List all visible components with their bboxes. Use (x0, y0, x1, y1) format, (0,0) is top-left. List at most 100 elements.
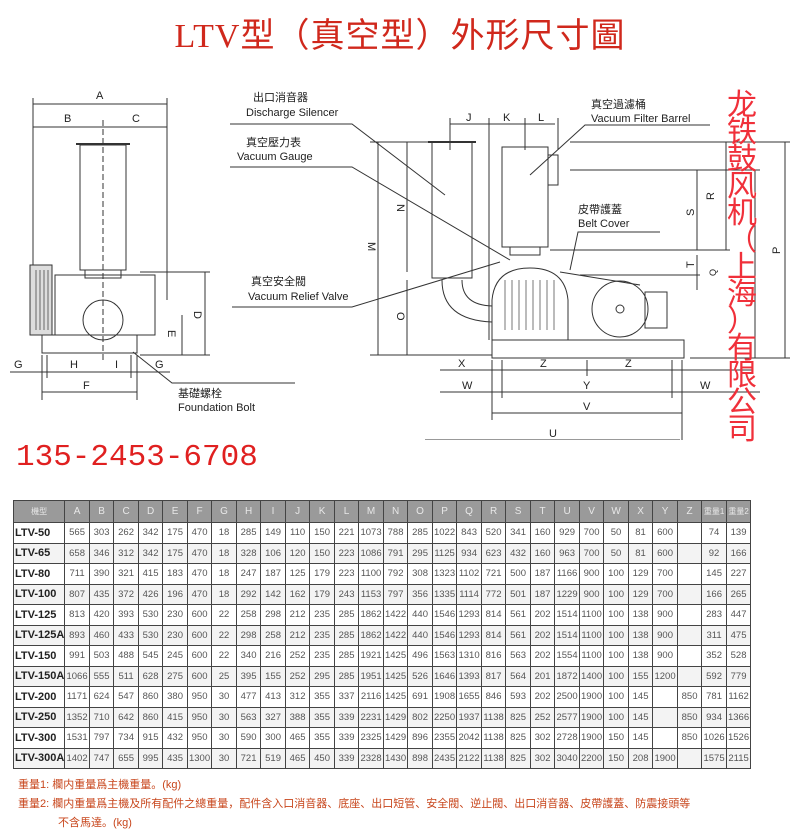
table-cell: 814 (480, 604, 507, 626)
company-char: 公 (727, 385, 757, 420)
filter-barrel-label-cn: 真空過濾桶 (591, 97, 646, 111)
table-cell: 711 (64, 563, 90, 585)
table-cell: 816 (480, 645, 507, 667)
table-cell: 1514 (554, 624, 580, 646)
table-cell: 2728 (554, 727, 580, 749)
table-cell: 797 (382, 583, 409, 605)
table-cell: 1546 (431, 604, 458, 626)
table-cell: 2355 (431, 727, 458, 749)
table-cell: 565 (64, 522, 90, 544)
table-cell: 700 (578, 522, 605, 544)
column-header: T (529, 500, 556, 523)
table-cell: 129 (627, 583, 654, 605)
table-cell: 860 (137, 686, 164, 708)
table-cell: 435 (162, 747, 188, 769)
table-cell: 125 (284, 563, 311, 585)
table-cell: 593 (505, 686, 531, 708)
table-cell: 470 (186, 522, 213, 544)
table-cell (676, 522, 703, 544)
column-header: B (88, 500, 115, 523)
column-header: 機型 (12, 500, 66, 523)
table-cell: 312 (284, 686, 311, 708)
table-cell: 30 (211, 727, 237, 749)
company-char: 鼓 (727, 142, 757, 177)
dim-label-m: M (365, 242, 377, 251)
table-cell: 212 (284, 604, 311, 626)
table-cell: 342 (137, 522, 164, 544)
table-cell: 600 (186, 645, 213, 667)
table-cell: 258 (235, 604, 262, 626)
table-cell (652, 727, 678, 749)
table-cell: 1526 (725, 727, 752, 749)
vacuum-gauge-label-en: Vacuum Gauge (237, 151, 313, 163)
table-cell: 432 (162, 727, 188, 749)
foundation-bolt-label-en: Foundation Bolt (178, 402, 255, 414)
column-header: L (333, 500, 360, 523)
dim-label-l: L (538, 112, 544, 124)
table-cell (676, 563, 703, 585)
table-cell: 628 (137, 665, 164, 687)
column-header: I (260, 500, 286, 523)
side-view-drawing (370, 118, 790, 440)
table-cell: 341 (505, 522, 531, 544)
table-cell: 352 (701, 645, 727, 667)
table-cell: 328 (235, 542, 262, 564)
table-cell: 3040 (554, 747, 580, 769)
table-cell: 321 (113, 563, 139, 585)
table-cell: 2328 (358, 747, 384, 769)
dim-label-x: X (458, 358, 466, 370)
table-cell: 150 (603, 747, 629, 769)
table-cell: 1655 (456, 686, 482, 708)
table-cell: 1100 (578, 624, 605, 646)
table-cell: 950 (186, 686, 213, 708)
table-cell: 22 (211, 604, 237, 626)
note-weight2-continued: 不含馬達。(kg) (58, 817, 132, 829)
column-header: E (162, 500, 188, 523)
table-cell: 1229 (554, 583, 580, 605)
column-header: D (137, 500, 164, 523)
table-cell: 1366 (725, 706, 752, 728)
table-cell: 138 (627, 645, 654, 667)
table-cell: 339 (333, 706, 360, 728)
table-cell: 600 (186, 604, 213, 626)
dim-label-a: A (96, 90, 104, 102)
dim-label-z: Z (540, 358, 547, 370)
table-cell: 642 (113, 706, 139, 728)
note-weight1: 重量1: 欄内重量爲主機重量。(kg) (18, 776, 690, 795)
table-cell: 175 (162, 522, 188, 544)
table-cell: 721 (235, 747, 262, 769)
dim-label-e: E (165, 330, 177, 337)
table-cell: 1162 (725, 686, 752, 708)
table-cell: 1138 (480, 747, 507, 769)
table-cell: 2122 (456, 747, 482, 769)
table-cell: 1026 (701, 727, 727, 749)
column-header: H (235, 500, 262, 523)
table-cell: 18 (211, 542, 237, 564)
table-cell: 426 (137, 583, 164, 605)
table-cell: 1114 (456, 583, 482, 605)
table-cell: 501 (505, 583, 531, 605)
table-cell: 420 (88, 604, 115, 626)
model-cell: LTV-125A (12, 624, 66, 646)
column-header: P (431, 500, 458, 523)
table-cell: 1646 (431, 665, 458, 687)
dim-label-k: K (503, 112, 511, 124)
table-cell: 202 (529, 645, 556, 667)
table-cell: 624 (88, 686, 115, 708)
table-cell: 1429 (382, 706, 409, 728)
table-cell: 110 (284, 522, 311, 544)
table-cell: 846 (480, 686, 507, 708)
table-cell: 252 (284, 645, 311, 667)
table-cell: 520 (480, 522, 507, 544)
table-cell: 162 (284, 583, 311, 605)
table-cell: 700 (652, 583, 678, 605)
table-cell: 81 (627, 522, 654, 544)
table-cell: 545 (137, 645, 164, 667)
table-cell: 129 (627, 563, 654, 585)
table-cell: 850 (676, 727, 703, 749)
table-cell: 1100 (358, 563, 384, 585)
table-cell: 691 (407, 686, 433, 708)
table-cell: 22 (211, 645, 237, 667)
